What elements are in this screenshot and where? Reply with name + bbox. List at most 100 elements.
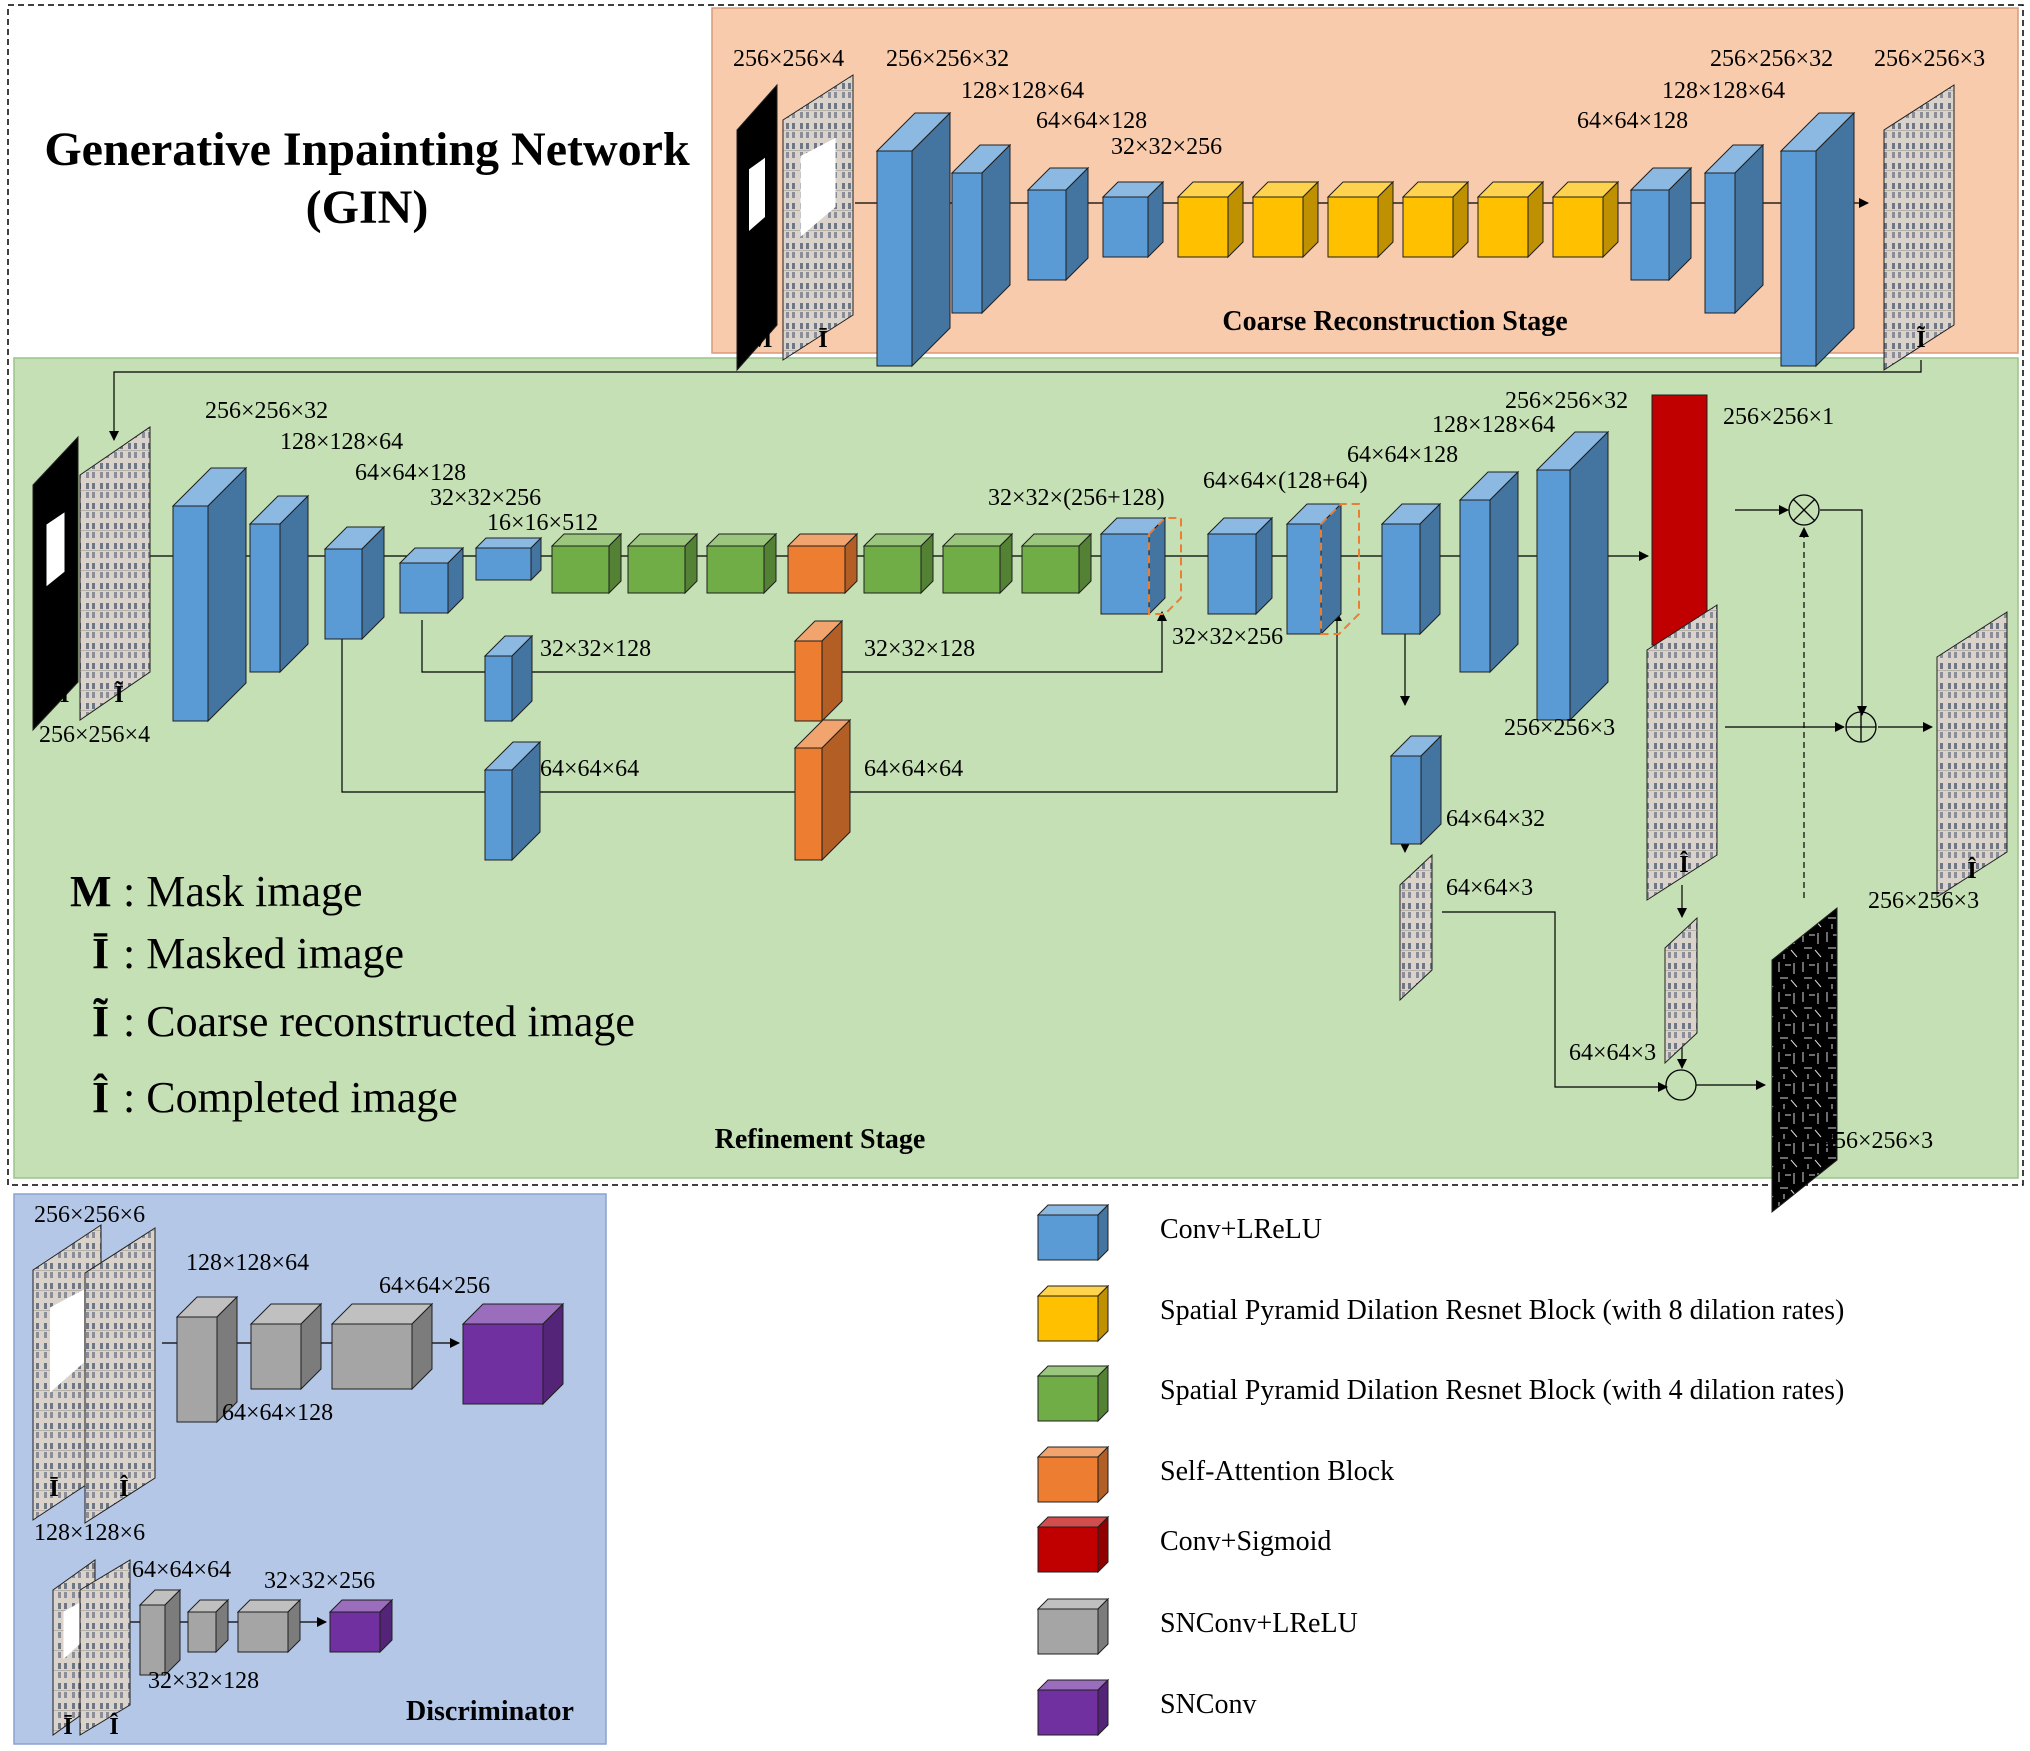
- coarse-dim-6: 128×128×64: [1662, 78, 1785, 104]
- difference-operator: [1665, 1069, 1697, 1101]
- glossary-text-1: : Mask image: [123, 867, 363, 916]
- legend-swatch-7: [1036, 1678, 1110, 1737]
- coarse-decoder-block-3: [1779, 111, 1856, 368]
- legend-swatch-6: [1036, 1597, 1110, 1656]
- coarse-to-refine-arrow: [109, 360, 1922, 441]
- refine-spdr4-block-3: [705, 532, 778, 595]
- legend-label-7: SNConv: [1160, 1689, 1256, 1720]
- refine-dim-1: 256×256×32: [205, 398, 328, 424]
- coarse-stage-label: Coarse Reconstruction Stage: [1222, 306, 1567, 337]
- refine-completed-output-image: [1936, 611, 2008, 898]
- refine-dim-9: 128×128×64: [1432, 412, 1555, 438]
- skip-line-32: [421, 611, 1167, 673]
- coarse-masked-input: [782, 74, 854, 361]
- gin-frame: [7, 4, 2024, 1186]
- disc-img-label-top-1: Ī: [49, 1476, 58, 1502]
- side-output-64x64x3: [1399, 853, 1433, 1002]
- coarse-dim-4: 32×32×256: [1111, 134, 1222, 160]
- coarse-output-label: Ĩ: [1916, 327, 1925, 353]
- legend-label-2: Spatial Pyramid Dilation Resnet Block (w…: [1160, 1295, 1844, 1326]
- refine-input-label-coarse: Ĩ: [114, 682, 123, 708]
- coarse-spdr8-block-4: [1401, 180, 1470, 259]
- glossary-sym-4: Î: [92, 1073, 109, 1122]
- disc-img-label-bottom-1: Ī: [63, 1714, 72, 1740]
- coarse-output-image: [1883, 84, 1955, 371]
- disc-bottom-block-2: [186, 1598, 230, 1654]
- branch-dim-3: 64×64×64: [540, 756, 639, 782]
- glossary-text-3: : Coarse reconstructed image: [123, 997, 635, 1046]
- completed-label-output: Î: [1967, 857, 1976, 884]
- refine-dim-5: 16×16×512: [487, 510, 598, 536]
- skip-conv-32: [483, 634, 534, 723]
- side-dim-2: 64×64×3: [1446, 875, 1533, 901]
- disc-dim-top-4: 64×64×128: [222, 1400, 333, 1426]
- disc-top-block-1: [175, 1295, 239, 1424]
- discriminator-label: Discriminator: [406, 1696, 574, 1727]
- refine-self-attention-block: [786, 532, 859, 595]
- glossary-sym-1: M: [70, 867, 112, 916]
- refine-decoder-block-4: [1380, 502, 1442, 636]
- side-dim-4: 256×256×3: [1504, 715, 1615, 741]
- refine-dim-10: 256×256×32: [1505, 388, 1628, 414]
- side-dim-1: 64×64×32: [1446, 806, 1545, 832]
- refine-dim-2: 128×128×64: [280, 429, 403, 455]
- legend-label-3: Spatial Pyramid Dilation Resnet Block (w…: [1160, 1375, 1844, 1406]
- completed-resized-image: [1664, 916, 1698, 1065]
- coarse-decoder-block-1: [1629, 166, 1693, 282]
- refine-spdr4-block-6: [1020, 532, 1093, 595]
- legend-label-6: SNConv+LReLU: [1160, 1608, 1358, 1639]
- legend-label-1: Conv+LReLU: [1160, 1214, 1322, 1245]
- side-dim-3: 64×64×3: [1569, 1040, 1656, 1066]
- disc-bottom-block-4: [328, 1598, 394, 1654]
- refine-coarse-copy-image: [1646, 604, 1718, 901]
- refine-decoder-block-6: [1535, 430, 1610, 722]
- refine-mask-input: [32, 435, 79, 732]
- refine-dim-4: 32×32×256: [430, 485, 541, 511]
- skip-attention-64: [793, 718, 852, 862]
- disc-dim-bottom-1: 128×128×6: [34, 1520, 145, 1546]
- glossary-sym-3: Ĩ: [92, 997, 109, 1046]
- side-dim-6: 256×256×3: [1822, 1128, 1933, 1154]
- disc-completed-image-top: [84, 1227, 156, 1524]
- edge-map-image: [1771, 906, 1838, 1214]
- disc-bottom-block-3: [236, 1598, 302, 1654]
- disc-dim-bottom-2: 64×64×64: [132, 1557, 231, 1583]
- coarse-encoder-block-4: [1101, 180, 1165, 259]
- coarse-input-label-masked: Ī: [818, 327, 827, 353]
- refine-decoder-block-5: [1458, 470, 1520, 674]
- disc-img-label-bottom-2: Î: [109, 1713, 118, 1740]
- multiply-operator: [1788, 494, 1820, 526]
- refine-spdr4-block-4: [862, 532, 935, 595]
- disc-dim-bottom-4: 32×32×128: [148, 1668, 259, 1694]
- refine-decoder-block-3: [1285, 502, 1343, 636]
- legend-swatch-5: [1036, 1515, 1110, 1574]
- completed-label-coarse-branch: Î: [1679, 851, 1688, 878]
- disc-dim-top-1: 256×256×6: [34, 1202, 145, 1228]
- disc-top-block-4: [461, 1302, 565, 1406]
- branch-dim-2: 32×32×128: [864, 636, 975, 662]
- coarse-input-label-m: M: [750, 327, 773, 353]
- glossary-text-2: : Masked image: [123, 929, 404, 978]
- side-to-diff-line: [1442, 911, 1668, 1092]
- coarse-decoder-block-2: [1703, 143, 1765, 315]
- coarse-input-dim: 256×256×4: [733, 46, 844, 72]
- refine-dim-7: 64×64×(128+64): [1203, 468, 1368, 494]
- multiply-to-add-line: [1820, 509, 1867, 716]
- refine-sigmoid-mask-block: [1651, 394, 1708, 646]
- legend-label-4: Self-Attention Block: [1160, 1456, 1394, 1487]
- refine-encoder-block-2: [248, 494, 310, 674]
- refine-encoder-block-5: [474, 536, 543, 582]
- legend-label-5: Conv+Sigmoid: [1160, 1526, 1331, 1557]
- disc-dim-top-3: 64×64×256: [379, 1273, 490, 1299]
- coarse-spdr8-block-1: [1176, 180, 1245, 259]
- refine-coarse-input: [79, 426, 151, 721]
- legend-swatch-2: [1036, 1284, 1110, 1343]
- disc-top-block-2: [249, 1302, 323, 1391]
- side-conv-64x64x32: [1389, 734, 1443, 846]
- refine-encoder-block-3: [323, 525, 386, 641]
- refine-dim-6: 32×32×(256+128): [988, 485, 1165, 511]
- disc-dim-top-2: 128×128×64: [186, 1250, 309, 1276]
- diagram-title-line2: (GIN): [306, 181, 429, 234]
- coarse-spdr8-block-3: [1326, 180, 1395, 259]
